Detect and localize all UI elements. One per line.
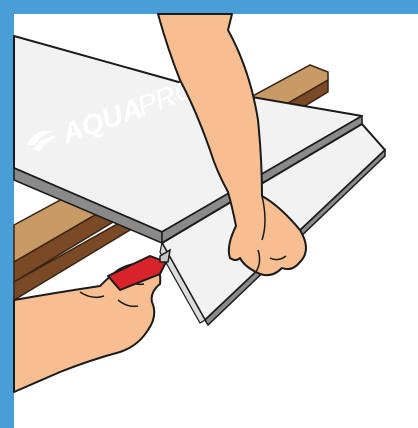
frame-top-border (0, 0, 418, 14)
frame-left-border (0, 0, 14, 428)
